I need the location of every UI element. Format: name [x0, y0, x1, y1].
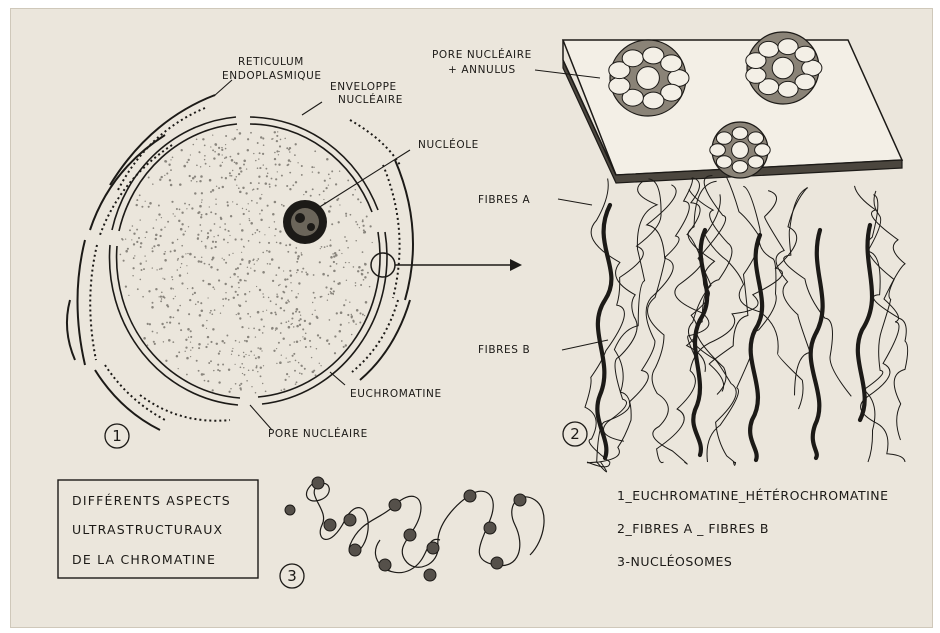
caption-line-2: ultrastructuraux	[72, 522, 223, 537]
pore-detail-circle	[371, 253, 395, 277]
detail-arrow	[395, 259, 522, 271]
panel-1-number: 1	[112, 427, 122, 445]
endoplasmic-reticulum	[67, 95, 413, 430]
label-enveloppe-line2: nucléaire	[338, 93, 403, 106]
euchromatin-stipple	[120, 129, 373, 394]
panel-2-number: 2	[570, 425, 580, 443]
label-annulus: + annulus	[448, 64, 516, 76]
legend-item-1: 1_euchromatine_hétérochromatine	[617, 488, 889, 503]
fibres-a	[585, 176, 908, 472]
caption-box: Différents aspects ultrastructuraux de l…	[58, 480, 258, 578]
legend-item-3: 3-nucléosomes	[617, 554, 732, 569]
caption-line-3: de la chromatine	[72, 552, 216, 567]
label-fibres-b: fibres B	[478, 344, 530, 356]
panel-1-nucleus: Reticulum endoplasmique enveloppe nucléa…	[67, 56, 522, 448]
legend: 1_euchromatine_hétérochromatine 2_fibres…	[617, 488, 889, 569]
panel-3-nucleosomes: 3	[280, 477, 544, 588]
panel-2-pore-detail: pore nucléaire + annulus fibres A fibres…	[432, 32, 908, 472]
label-pore-nucleaire: pore nucléaire	[268, 427, 368, 440]
label-reticulum-line2: endoplasmique	[222, 70, 322, 82]
label-pore-nucleaire-2: pore nucléaire	[432, 48, 532, 61]
legend-item-2: 2_fibres A _ fibres B	[617, 521, 769, 536]
label-fibres-a: fibres A	[478, 194, 530, 206]
label-reticulum-line1: Reticulum	[238, 56, 304, 68]
label-euchromatine: euchromatine	[350, 388, 442, 400]
label-enveloppe-line1: enveloppe	[330, 81, 397, 93]
label-nucleole: nucléole	[418, 138, 479, 151]
panel-3-number: 3	[287, 567, 297, 585]
caption-line-1: Différents aspects	[72, 493, 231, 508]
